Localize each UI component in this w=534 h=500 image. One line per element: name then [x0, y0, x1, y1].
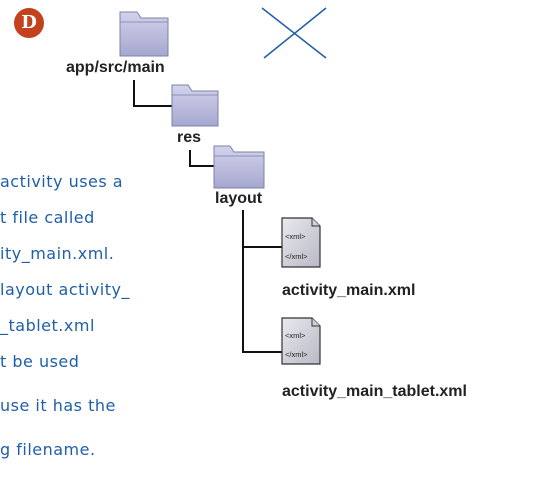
chapter-badge: D: [14, 8, 44, 38]
xml-file-icon: <xml> </xml>: [281, 217, 321, 268]
folder-label-res: res: [177, 129, 202, 146]
note-line: t file called: [0, 208, 95, 227]
xml-file-icon: <xml> </xml>: [281, 317, 321, 365]
note-line: ity_main.xml.: [0, 244, 115, 263]
file-icon-text: <xml>: [285, 331, 306, 340]
tree-connector: [189, 150, 214, 167]
note-line: activity uses a: [0, 172, 124, 191]
file-icon-text: <xml>: [285, 232, 306, 241]
file-icon-text: </xml>: [285, 350, 308, 359]
tree-connector: [242, 210, 282, 353]
file-icon-text: </xml>: [285, 252, 308, 261]
note-line: layout activity_: [0, 280, 130, 299]
folder-icon: [213, 145, 265, 189]
note-line: g filename.: [0, 440, 96, 459]
note-line: _tablet.xml: [0, 316, 95, 335]
note-line: t be used: [0, 352, 80, 371]
tree-connector: [133, 80, 172, 107]
folder-label-root: app/src/main: [66, 59, 165, 76]
folder-icon: [119, 11, 169, 57]
file-label-activity-main: activity_main.xml: [282, 282, 416, 299]
cross-mark: [261, 7, 327, 59]
note-line: use it has the: [0, 396, 116, 415]
folder-icon: [171, 84, 219, 127]
file-label-activity-main-tablet: activity_main_tablet.xml: [282, 383, 467, 400]
folder-label-layout: layout: [215, 190, 263, 207]
